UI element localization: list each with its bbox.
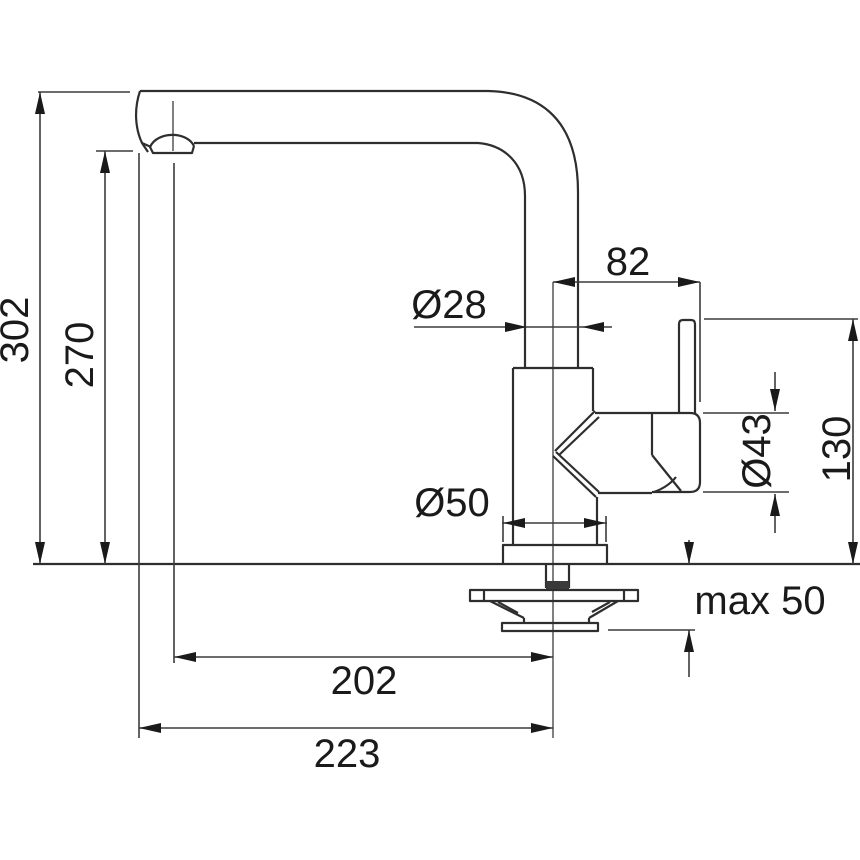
- dim-label-130: 130: [815, 415, 859, 483]
- dim-label-dia28: Ø28: [411, 283, 487, 327]
- ext-50: [502, 516, 607, 542]
- arrowhead: [848, 542, 858, 564]
- spout-inner-edge: [194, 141, 527, 368]
- arrowhead: [100, 542, 110, 564]
- spray-head-seam-lower-2: [552, 455, 597, 498]
- arrowhead: [100, 151, 110, 173]
- arrowhead: [531, 652, 553, 662]
- aerator-dome: [148, 133, 195, 148]
- spray-head-seam-upper-2: [558, 416, 600, 456]
- mounting-plate-tabs: [482, 590, 626, 601]
- mounting-hardware: [468, 564, 640, 633]
- arrowhead: [505, 322, 527, 332]
- dimension-lines: [38, 91, 858, 738]
- dim-label-dia43: Ø43: [735, 413, 779, 489]
- arrowhead: [174, 652, 196, 662]
- spray-head-seam-upper-1: [554, 410, 596, 452]
- spout-end-cap: [135, 90, 149, 153]
- lever-bottom-arc: [653, 476, 677, 494]
- arrowhead: [684, 542, 694, 564]
- arrowhead: [848, 319, 858, 341]
- lever-diagonal: [651, 454, 682, 492]
- arrowhead: [503, 518, 525, 528]
- wedge-hatching: [497, 601, 611, 614]
- arrowhead: [35, 92, 45, 114]
- aerator-body: [149, 145, 196, 155]
- dim-label-223: 223: [313, 732, 381, 776]
- thread-shading: [546, 581, 569, 589]
- wedge-left: [489, 600, 526, 623]
- spout-outer-edge: [140, 89, 580, 368]
- arrowhead: [770, 389, 780, 411]
- arrowheads: [35, 92, 858, 733]
- arrowhead: [584, 518, 606, 528]
- mounting-nut-flange: [500, 621, 600, 633]
- dim-label-302: 302: [0, 296, 37, 364]
- valve-housing: [652, 411, 702, 494]
- arrowhead: [553, 277, 575, 287]
- dim-label-202: 202: [330, 659, 398, 703]
- base-flange: [501, 543, 609, 564]
- arrowhead: [770, 494, 780, 516]
- arrowhead: [678, 277, 700, 287]
- arrowhead: [684, 630, 694, 652]
- dim-label-dia50: Ø50: [414, 481, 490, 525]
- arrowhead: [582, 322, 604, 332]
- arrowhead: [531, 723, 553, 733]
- arrowhead: [35, 542, 45, 564]
- mounting-plate: [468, 588, 640, 603]
- spray-head-seam-lower-1: [555, 451, 600, 493]
- dim-label-270: 270: [58, 321, 102, 389]
- dim-label-max50: max 50: [694, 579, 826, 623]
- handle-bar: [677, 318, 697, 413]
- arrowhead: [139, 723, 161, 733]
- dim-label-82: 82: [605, 240, 651, 284]
- centerlines: [172, 101, 554, 738]
